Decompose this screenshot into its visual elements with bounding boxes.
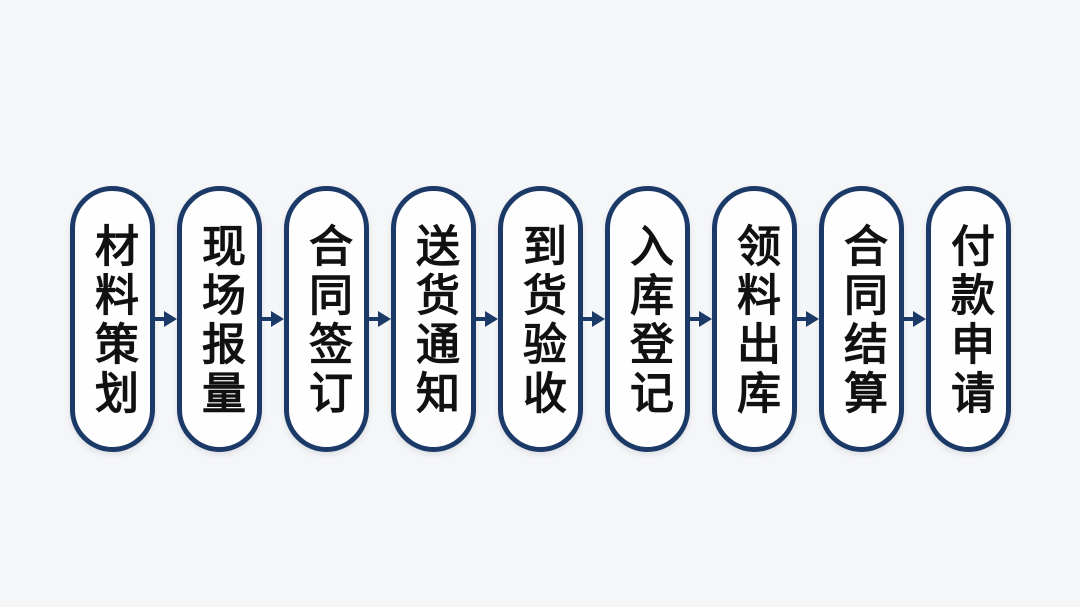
process-step-label: 入库登记: [623, 223, 672, 419]
process-step-label: 送货通知: [409, 223, 458, 419]
process-flow: 材料策划 现场报量 合同签订 送货通知 到货验收 入库登记 领料: [69, 185, 1011, 452]
arrow-right-icon: [903, 310, 926, 327]
arrow-head: [912, 310, 926, 327]
process-step-label: 付款申请: [944, 223, 993, 419]
arrow-head: [163, 310, 177, 327]
arrow-right-icon: [796, 310, 819, 327]
arrow-stem: [261, 316, 271, 321]
process-step: 送货通知: [390, 185, 476, 452]
arrow-stem: [154, 316, 164, 321]
arrow-right-icon: [475, 310, 498, 327]
arrow-stem: [368, 316, 378, 321]
arrow-head: [484, 310, 498, 327]
arrow-stem: [582, 316, 592, 321]
arrow-right-icon: [368, 310, 391, 327]
arrow-stem: [903, 316, 913, 321]
arrow-stem: [796, 316, 806, 321]
process-step: 材料策划: [69, 185, 155, 452]
arrow-right-icon: [582, 310, 605, 327]
process-step-label: 现场报量: [195, 223, 244, 419]
arrow-right-icon: [689, 310, 712, 327]
process-step: 合同结算: [818, 185, 904, 452]
process-step: 付款申请: [925, 185, 1011, 452]
process-step-label: 合同签订: [302, 223, 351, 419]
process-step-label: 材料策划: [88, 223, 137, 419]
arrow-stem: [475, 316, 485, 321]
arrow-head: [270, 310, 284, 327]
arrow-right-icon: [154, 310, 177, 327]
arrow-head: [698, 310, 712, 327]
process-step-label: 合同结算: [837, 223, 886, 419]
arrow-head: [591, 310, 605, 327]
process-step-label: 到货验收: [516, 223, 565, 419]
arrow-head: [377, 310, 391, 327]
process-step: 领料出库: [711, 185, 797, 452]
arrow-head: [805, 310, 819, 327]
arrow-stem: [689, 316, 699, 321]
process-step: 到货验收: [497, 185, 583, 452]
arrow-right-icon: [261, 310, 284, 327]
process-step: 现场报量: [176, 185, 262, 452]
process-step: 合同签订: [283, 185, 369, 452]
process-step-label: 领料出库: [730, 223, 779, 419]
process-step: 入库登记: [604, 185, 690, 452]
